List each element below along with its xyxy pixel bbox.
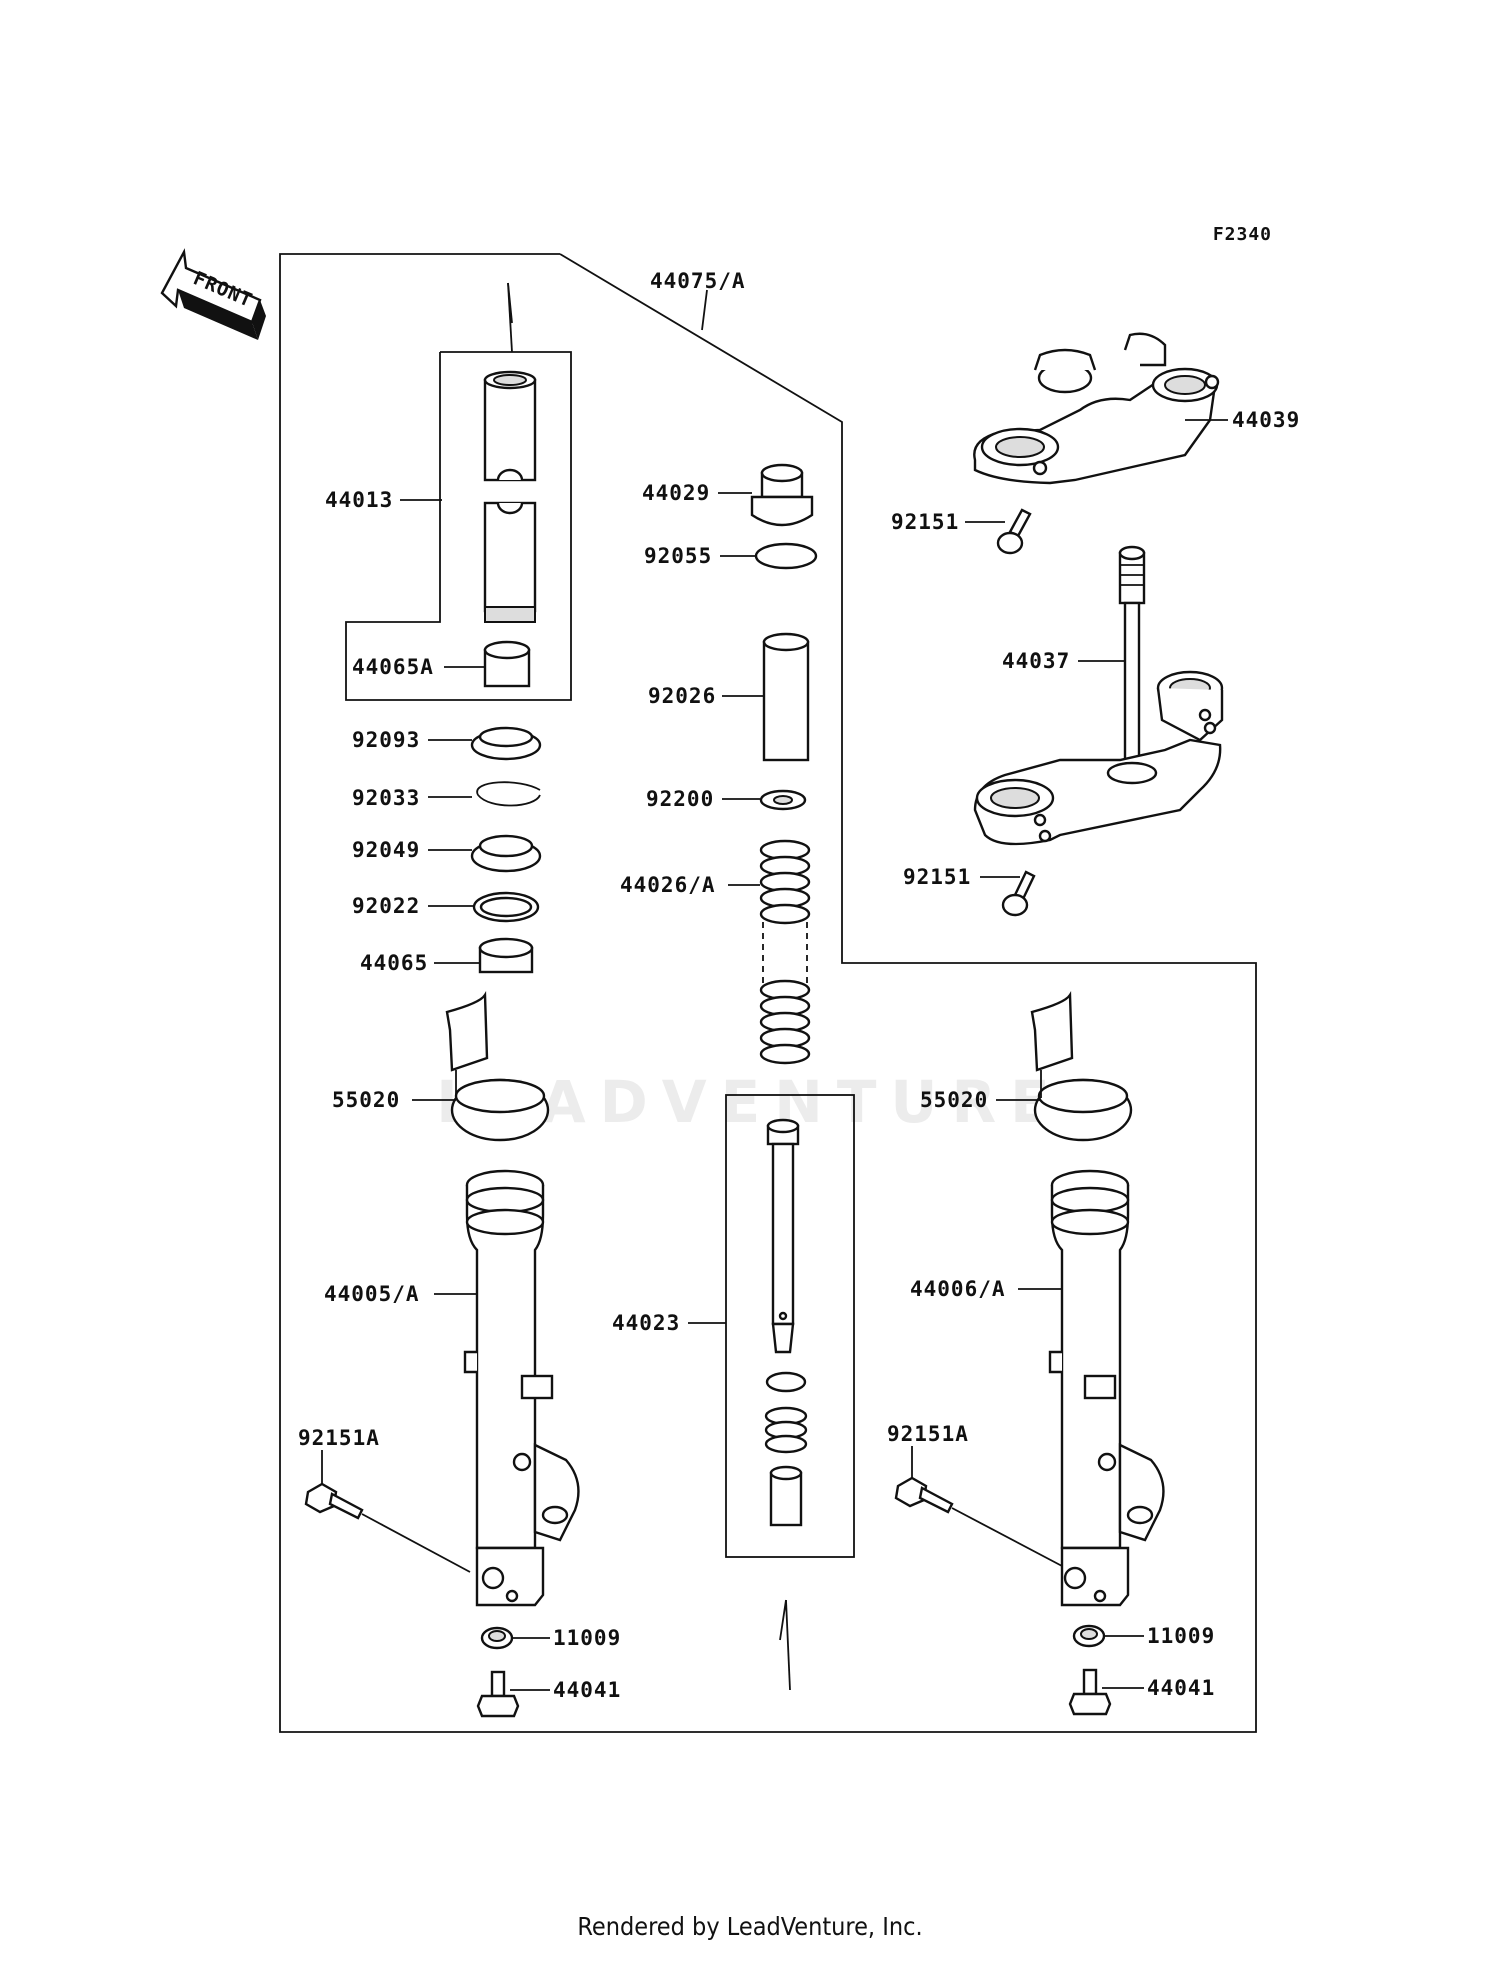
label-44075: 44075/A (650, 269, 746, 293)
damper-rod-44023 (764, 1118, 808, 1527)
o-ring-92055 (754, 542, 818, 570)
steering-stem-44037 (973, 545, 1224, 846)
label-92055: 92055 (644, 544, 712, 568)
fork-spring-44026 (759, 839, 811, 1065)
inner-fork-tube (483, 370, 537, 623)
gasket-11009-left (480, 1626, 514, 1650)
label-92022: 92022 (352, 894, 420, 918)
label-92049: 92049 (352, 838, 420, 862)
bolt-44041-left (476, 1670, 520, 1718)
label-92033: 92033 (352, 786, 420, 810)
washer-92022 (472, 891, 540, 923)
label-44029: 44029 (642, 481, 710, 505)
label-44065: 44065 (360, 951, 428, 975)
figure-code: F2340 (1213, 224, 1272, 245)
boundary-44013 (345, 351, 572, 701)
label-44023: 44023 (612, 1311, 680, 1335)
label-55020-left: 55020 (332, 1088, 400, 1112)
oil-seal-92049 (470, 834, 542, 873)
label-44006: 44006/A (910, 1277, 1006, 1301)
label-44005: 44005/A (324, 1282, 420, 1306)
label-92151-top: 92151 (891, 510, 959, 534)
dust-seal-92093 (470, 726, 542, 761)
bolt-44041-right (1068, 1668, 1112, 1716)
label-92200: 92200 (646, 787, 714, 811)
label-44013: 44013 (325, 488, 393, 512)
assembly-boundary (279, 253, 1257, 1733)
label-11009-right: 11009 (1147, 1624, 1215, 1648)
label-44041-left: 44041 (553, 1678, 621, 1702)
bolt-92151-mid (1001, 870, 1036, 917)
label-92026: 92026 (648, 684, 716, 708)
cap-bolt-44029 (750, 463, 814, 527)
axle-clamp-bolt-right (894, 1476, 1063, 1567)
label-55020-right: 55020 (920, 1088, 988, 1112)
footer-credit: Rendered by LeadVenture, Inc. (577, 1912, 923, 1941)
outer-fork-tube-left (463, 1169, 580, 1607)
label-92151-mid: 92151 (903, 865, 971, 889)
label-92151A-right: 92151A (887, 1422, 969, 1446)
label-44037: 44037 (1002, 649, 1070, 673)
gasket-11009-right (1072, 1624, 1106, 1648)
front-arrow-icon: FRONT (160, 248, 266, 340)
label-92151A-left: 92151A (298, 1426, 380, 1450)
fork-guard-left (445, 991, 550, 1142)
axle-clamp-bolt-left (304, 1482, 471, 1573)
bushing-44065A (483, 640, 531, 688)
bolt-92151-top (996, 508, 1032, 555)
collar-92026 (762, 632, 810, 762)
label-44039: 44039 (1232, 408, 1300, 432)
label-11009-left: 11009 (553, 1626, 621, 1650)
outer-fork-tube-right (1048, 1169, 1165, 1607)
bushing-44065 (478, 937, 534, 974)
label-92093: 92093 (352, 728, 420, 752)
label-44026: 44026/A (620, 873, 716, 897)
upper-bracket-44039 (973, 332, 1220, 485)
label-44065A: 44065A (352, 655, 434, 679)
retainer-clip-92033 (476, 781, 541, 807)
washer-92200 (759, 789, 807, 811)
boundary-44023 (725, 1094, 855, 1558)
fork-guard-right (1030, 991, 1133, 1142)
label-44041-right: 44041 (1147, 1676, 1215, 1700)
